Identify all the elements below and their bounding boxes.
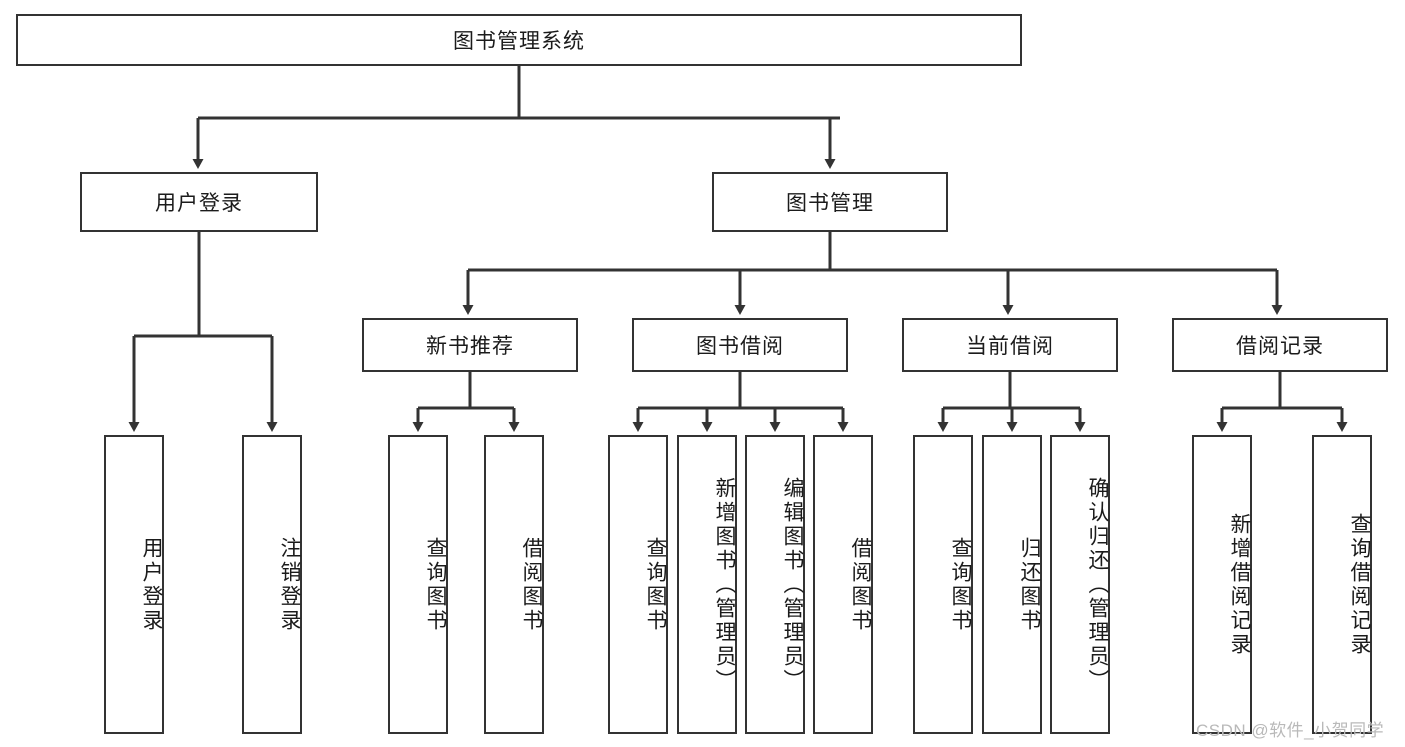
node-current-borrow-label: 当前借阅 (966, 335, 1054, 358)
node-leaf-confirm-return[interactable]: 确认归还（管理员） (1050, 435, 1110, 734)
node-leaf-confirm-return-label: 确认归还（管理员） (1086, 476, 1109, 693)
node-leaf-query-book-1-label: 查询图书 (424, 536, 447, 633)
node-current-borrow[interactable]: 当前借阅 (902, 318, 1118, 372)
node-leaf-edit-book[interactable]: 编辑图书（管理员） (745, 435, 805, 734)
node-borrow-record[interactable]: 借阅记录 (1172, 318, 1388, 372)
node-root-label: 图书管理系统 (453, 30, 585, 53)
node-new-book-recommend-label: 新书推荐 (426, 335, 514, 358)
node-leaf-add-book-label: 新增图书（管理员） (713, 476, 736, 693)
node-borrow-record-label: 借阅记录 (1236, 335, 1324, 358)
node-leaf-add-record[interactable]: 新增借阅记录 (1192, 435, 1252, 734)
node-leaf-logout-label: 注销登录 (278, 536, 301, 633)
node-leaf-borrow-book-2[interactable]: 借阅图书 (813, 435, 873, 734)
node-leaf-return-book-label: 归还图书 (1018, 536, 1041, 633)
node-book-borrow[interactable]: 图书借阅 (632, 318, 848, 372)
node-leaf-query-book-3-label: 查询图书 (949, 536, 972, 633)
node-user-login-label: 用户登录 (155, 192, 243, 215)
node-leaf-add-record-label: 新增借阅记录 (1228, 512, 1251, 657)
node-leaf-return-book[interactable]: 归还图书 (982, 435, 1042, 734)
node-new-book-recommend[interactable]: 新书推荐 (362, 318, 578, 372)
node-book-manage[interactable]: 图书管理 (712, 172, 948, 232)
node-leaf-query-book-3[interactable]: 查询图书 (913, 435, 973, 734)
node-root[interactable]: 图书管理系统 (16, 14, 1022, 66)
node-leaf-edit-book-label: 编辑图书（管理员） (781, 476, 804, 693)
node-leaf-borrow-book-1[interactable]: 借阅图书 (484, 435, 544, 734)
node-leaf-borrow-book-2-label: 借阅图书 (849, 536, 872, 633)
node-leaf-query-book-2[interactable]: 查询图书 (608, 435, 668, 734)
node-leaf-user-login-label: 用户登录 (140, 536, 163, 633)
node-leaf-logout[interactable]: 注销登录 (242, 435, 302, 734)
node-book-manage-label: 图书管理 (786, 192, 874, 215)
node-leaf-query-record[interactable]: 查询借阅记录 (1312, 435, 1372, 734)
node-leaf-add-book[interactable]: 新增图书（管理员） (677, 435, 737, 734)
node-leaf-borrow-book-1-label: 借阅图书 (520, 536, 543, 633)
node-leaf-query-book-2-label: 查询图书 (644, 536, 667, 633)
node-book-borrow-label: 图书借阅 (696, 335, 784, 358)
node-leaf-query-book-1[interactable]: 查询图书 (388, 435, 448, 734)
node-user-login[interactable]: 用户登录 (80, 172, 318, 232)
node-leaf-user-login[interactable]: 用户登录 (104, 435, 164, 734)
node-leaf-query-record-label: 查询借阅记录 (1348, 512, 1371, 657)
watermark: CSDN @软件_小贺同学 (1196, 721, 1385, 740)
